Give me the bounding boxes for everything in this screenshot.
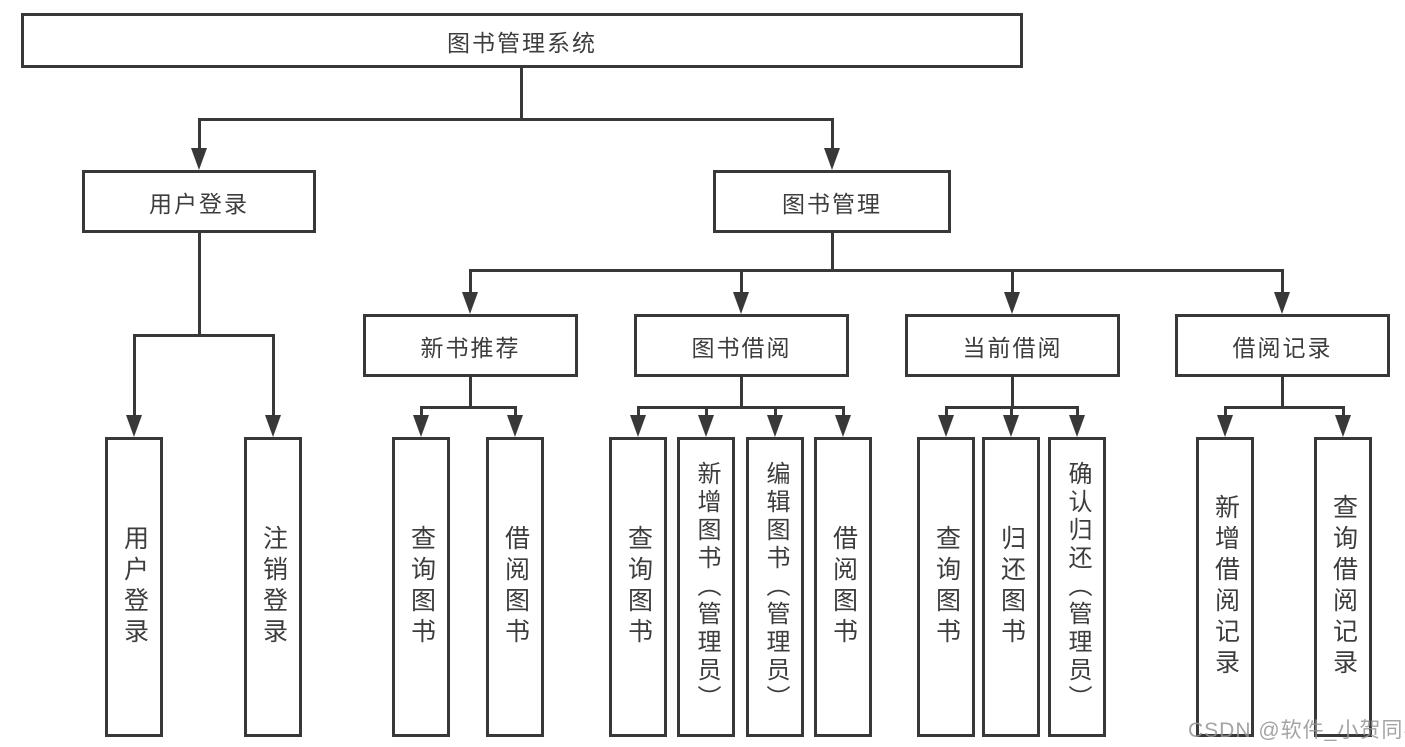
arrowhead-new-book-icon (462, 292, 478, 314)
connector-borrowing-records-rail (1223, 406, 1345, 409)
connector-user-login-trunk (197, 233, 201, 336)
connector-new-book-drop-1 (419, 406, 423, 417)
arrowhead-cb-return-icon (1003, 415, 1019, 437)
connector-root-drop-book-management (830, 118, 834, 150)
leaf-borrowing-borrow-books: 借阅图书 (814, 437, 872, 737)
arrowhead-book-management-icon (824, 148, 840, 170)
connector-user-login-drop-1 (132, 334, 136, 417)
leaf-logout: 注销登录 (244, 437, 302, 737)
arrowhead-cb-query-icon (938, 415, 954, 437)
connector-current-borrowing-trunk (1010, 377, 1014, 408)
connector-root-trunk (519, 68, 523, 120)
arrowhead-bb-edit-icon (767, 415, 783, 437)
connector-cb-drop-2 (1009, 406, 1013, 417)
node-book-borrowing: 图书借阅 (634, 314, 849, 377)
leaf-add-books-admin: 新增图书（管理员） (677, 437, 735, 737)
connector-drop-new-book (468, 269, 472, 295)
connector-book-borrowing-trunk (739, 377, 743, 408)
node-borrowing-records: 借阅记录 (1175, 314, 1390, 377)
leaf-borrowing-query-books: 查询图书 (609, 437, 667, 737)
arrowhead-leaf-user-login-icon (126, 415, 142, 437)
connector-book-management-trunk (830, 233, 834, 271)
connector-cb-drop-3 (1075, 406, 1079, 417)
arrowhead-bb-query-icon (630, 415, 646, 437)
arrowhead-current-borrowing-icon (1004, 292, 1020, 314)
connector-book-management-rail (468, 269, 1284, 272)
connector-new-book-rail (419, 406, 517, 409)
leaf-edit-books-admin: 编辑图书（管理员） (746, 437, 804, 737)
arrowhead-nb-query-icon (413, 415, 429, 437)
connector-cb-drop-1 (944, 406, 948, 417)
node-current-borrowing: 当前借阅 (905, 314, 1120, 377)
arrowhead-nb-borrow-icon (507, 415, 523, 437)
connector-drop-current-borrowing (1010, 269, 1014, 295)
leaf-user-login: 用户登录 (105, 437, 163, 737)
arrowhead-bb-borrow-icon (835, 415, 851, 437)
arrowhead-cb-confirm-icon (1069, 415, 1085, 437)
connector-book-borrowing-rail (636, 406, 845, 409)
connector-root-drop-user-login (197, 118, 201, 150)
connector-bb-drop-3 (773, 406, 777, 417)
connector-bb-drop-1 (636, 406, 640, 417)
leaf-return-books: 归还图书 (982, 437, 1040, 737)
leaf-current-query-books: 查询图书 (917, 437, 975, 737)
connector-drop-borrowing-records (1280, 269, 1284, 295)
arrowhead-user-login-icon (191, 148, 207, 170)
arrowhead-leaf-logout-icon (265, 415, 281, 437)
connector-bb-drop-4 (841, 406, 845, 417)
node-book-management: 图书管理 (713, 170, 951, 233)
connector-root-rail (197, 118, 834, 121)
leaf-confirm-return-admin: 确认归还（管理员） (1048, 437, 1106, 737)
node-root: 图书管理系统 (21, 13, 1023, 68)
connector-bb-drop-2 (704, 406, 708, 417)
connector-user-login-rail (132, 334, 275, 337)
arrowhead-book-borrowing-icon (733, 292, 749, 314)
connector-user-login-drop-2 (271, 334, 275, 417)
connector-new-book-drop-2 (513, 406, 517, 417)
node-user-login: 用户登录 (82, 170, 316, 233)
connector-new-book-trunk (468, 377, 472, 408)
arrowhead-br-add-icon (1217, 415, 1233, 437)
leaf-add-borrow-record: 新增借阅记录 (1196, 437, 1254, 737)
connector-borrowing-records-trunk (1280, 377, 1284, 408)
csdn-watermark: CSDN @软件_小贺同学 (1188, 719, 1405, 742)
connector-br-drop-1 (1223, 406, 1227, 417)
arrowhead-br-query-icon (1335, 415, 1351, 437)
leaf-recommend-borrow-books: 借阅图书 (486, 437, 544, 737)
leaf-query-borrow-record: 查询借阅记录 (1314, 437, 1372, 737)
arrowhead-borrowing-records-icon (1274, 292, 1290, 314)
node-new-book-recommendation: 新书推荐 (363, 314, 578, 377)
leaf-recommend-query-books: 查询图书 (392, 437, 450, 737)
connector-br-drop-2 (1341, 406, 1345, 417)
arrowhead-bb-add-icon (698, 415, 714, 437)
connector-drop-book-borrowing (739, 269, 743, 295)
